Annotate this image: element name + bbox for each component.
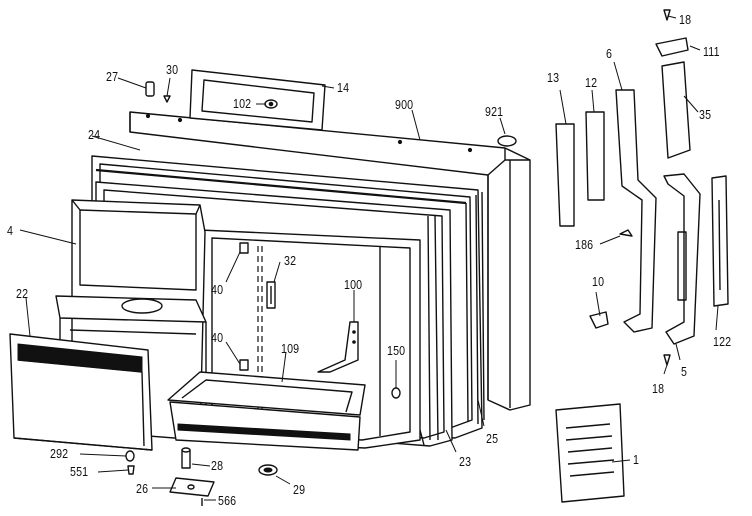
label-part-40-lower: 40: [211, 330, 224, 345]
label-part-1: 1: [633, 452, 640, 467]
label-part-29: 29: [293, 482, 306, 497]
label-part-26: 26: [136, 481, 149, 496]
label-part-32: 32: [284, 253, 297, 268]
label-part-102: 102: [233, 96, 252, 111]
label-part-10: 10: [592, 274, 605, 289]
label-part-150: 150: [387, 343, 406, 358]
label-part-22: 22: [16, 286, 29, 301]
bottom-hardware: [125, 447, 278, 506]
label-part-551: 551: [70, 464, 89, 479]
label-part-27: 27: [106, 69, 119, 84]
label-part-18-bottom: 18: [652, 381, 665, 396]
label-part-24: 24: [88, 127, 101, 142]
part-109-crisper: [167, 371, 366, 451]
top-left-hardware: [145, 81, 171, 103]
door-outer-panel: [129, 111, 531, 411]
label-part-25: 25: [486, 431, 499, 446]
label-part-35: 35: [699, 107, 712, 122]
right-side-hardware: [555, 9, 729, 503]
part-22-front-panel: [9, 333, 153, 451]
label-part-186: 186: [575, 237, 594, 252]
label-part-14: 14: [337, 80, 350, 95]
part-921-plug: [497, 135, 517, 147]
label-part-292: 292: [50, 446, 69, 461]
label-part-30: 30: [166, 62, 179, 77]
label-part-4: 4: [7, 223, 14, 238]
label-part-5: 5: [681, 364, 688, 379]
label-part-13: 13: [547, 70, 560, 85]
leader-lines: [19, 15, 719, 501]
label-part-23: 23: [459, 454, 472, 469]
label-part-6: 6: [606, 46, 613, 61]
label-part-109: 109: [281, 341, 300, 356]
label-part-18-top: 18: [679, 12, 692, 27]
label-part-28: 28: [211, 458, 224, 473]
part-14-handle: [189, 69, 326, 131]
label-part-12: 12: [585, 75, 598, 90]
label-part-921: 921: [485, 104, 504, 119]
label-part-122: 122: [713, 334, 732, 349]
label-part-900: 900: [395, 97, 414, 112]
label-part-40-upper: 40: [211, 282, 224, 297]
label-part-100: 100: [344, 277, 363, 292]
label-part-111: 111: [703, 44, 720, 59]
label-part-566: 566: [218, 493, 237, 508]
